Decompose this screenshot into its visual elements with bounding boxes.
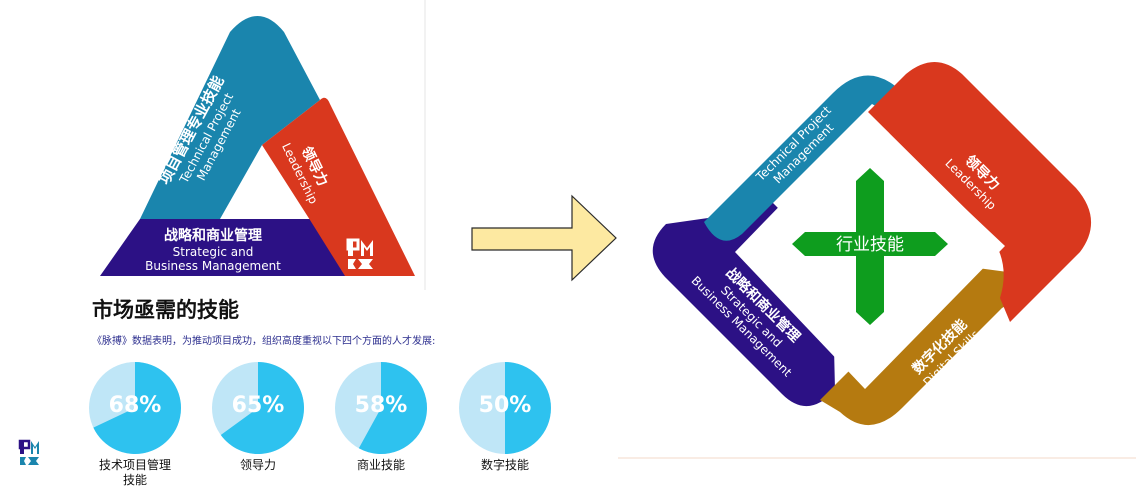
triangle-leadership-band xyxy=(262,97,415,276)
pie-slice xyxy=(93,362,182,454)
transition-arrow xyxy=(471,194,617,282)
pie-slice xyxy=(505,362,551,454)
diamond-leadership-band xyxy=(868,62,1092,322)
pmi-logo-small xyxy=(18,439,39,465)
pie-skill-label: 数字技能 xyxy=(480,458,529,472)
skills-triangle: 项目管理专业技能 Technical Project Management 领导… xyxy=(100,16,415,276)
diamond-center-label: 行业技能 xyxy=(836,235,904,255)
section-title: 市场亟需的技能 xyxy=(92,298,239,322)
pie-percent-label: 50% xyxy=(478,393,532,418)
industry-cross xyxy=(792,168,948,325)
triangle-strategic-band xyxy=(100,219,345,276)
triangle-strategic-zh: 战略和商业管理 xyxy=(164,227,262,244)
pie-percent-label: 58% xyxy=(354,393,408,418)
pie-skill-label: 商业技能 xyxy=(356,458,405,472)
skills-pie-group xyxy=(89,362,551,454)
pie-skill-label: 技术项目管理技能 xyxy=(98,458,171,487)
triangle-technical-band xyxy=(140,16,320,219)
pie-skill-label: 领导力 xyxy=(239,458,276,472)
diamond-digital-band xyxy=(820,265,1030,426)
skills-diamond: 行业技能 项目管理专业技能 Technical Project Manageme… xyxy=(652,62,1092,426)
pie-slice xyxy=(220,362,305,454)
pmi-logo-triangle xyxy=(346,238,373,269)
triangle-strategic-en-1: Strategic and xyxy=(173,245,254,259)
section-subtitle: 《脉搏》数据表明，为推动项目成功，组织高度重视以下四个方面的人才发展: xyxy=(92,336,436,347)
pie-percent-label: 68% xyxy=(108,393,162,418)
triangle-strategic-en-2: Business Management xyxy=(145,259,281,273)
pie-slice xyxy=(358,362,427,454)
pie-percent-label: 65% xyxy=(231,393,285,418)
